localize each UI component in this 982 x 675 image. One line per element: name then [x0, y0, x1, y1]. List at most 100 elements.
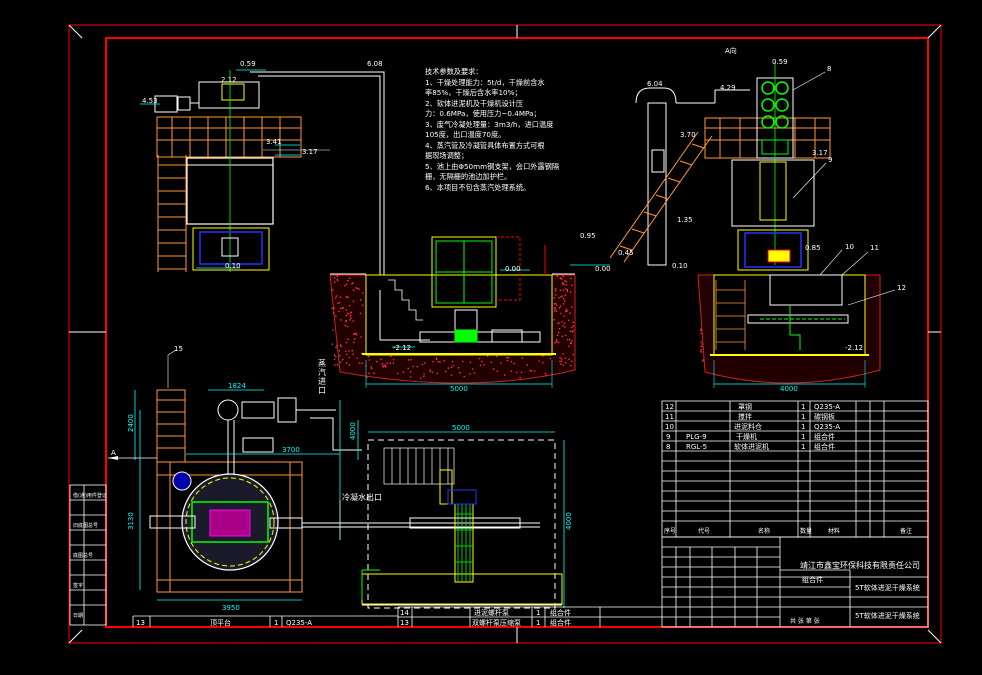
pit-speckle: [557, 341, 560, 344]
pit-speckle: [409, 376, 412, 378]
pit-speckle: [700, 329, 702, 332]
pit-speckle: [558, 297, 560, 299]
pit-speckle: [506, 356, 508, 359]
pit-speckle: [564, 326, 566, 328]
steam-inlet-char: 进: [318, 377, 326, 386]
bom-h-no: 序号: [664, 527, 676, 535]
pit-speckle: [570, 277, 572, 280]
pit-plan: [339, 420, 565, 609]
pit-speckle: [451, 360, 454, 363]
pit-speckle: [562, 303, 565, 305]
bom-bottom-name-3: 双螺杆泵压缩泵: [472, 618, 521, 627]
pit-speckle: [368, 372, 370, 375]
pit-speckle: [450, 374, 453, 376]
pit-speckle: [350, 311, 353, 314]
pit-speckle: [432, 360, 434, 363]
pit-speckle: [348, 304, 351, 307]
project-name: 5T软体进泥干燥系统: [855, 583, 920, 592]
elev-left-2: 4.53: [142, 97, 158, 105]
pit-speckle: [423, 362, 426, 364]
pit-speckle: [561, 335, 564, 338]
pit-speckle: [572, 321, 574, 324]
pit-speckle: [565, 280, 568, 283]
elev-right-12: -2.12: [845, 344, 863, 352]
elev-right-5: 3.17: [812, 149, 828, 157]
pit-speckle: [340, 345, 342, 348]
pit-speckle: [335, 315, 337, 317]
pit-speckle: [560, 360, 563, 362]
pit-speckle: [338, 349, 341, 352]
scale-row: 共 张 第 张: [790, 617, 820, 625]
bom-name-12: 罩钢: [738, 402, 752, 411]
pit-speckle: [570, 360, 573, 363]
bom-name-10: 进泥料仓: [734, 422, 762, 431]
pit-speckle: [500, 362, 502, 364]
pit-speckle: [565, 308, 568, 311]
pit-speckle: [353, 341, 355, 344]
bom-no-11: 11: [665, 413, 674, 421]
bom-no-9: 9: [666, 433, 670, 441]
view-label-a: A向: [725, 46, 737, 55]
pit-speckle: [565, 362, 567, 364]
pit-speckle: [555, 340, 558, 343]
bom-mat-10: Q235-A: [814, 423, 840, 431]
callout-8: 8: [827, 65, 831, 73]
elev-right-3: 6.04: [647, 80, 663, 88]
pit-speckle: [570, 342, 572, 345]
pit-speckle: [554, 308, 556, 311]
pit-speckle: [510, 370, 512, 373]
pit-speckle: [370, 366, 373, 368]
pit-speckle: [560, 312, 562, 315]
pit-speckle: [331, 307, 334, 310]
notes-line-2: 率85%，干燥后含水率10%；: [425, 88, 522, 97]
notes-line-7: 4、蒸汽管及冷凝管具体布置方式可根: [425, 140, 545, 150]
corner-markers: [68, 24, 942, 644]
pit-speckle: [559, 360, 561, 363]
middle-section: [250, 71, 880, 388]
notes-line-10: 栅，无隔栅的池边加护栏。: [425, 172, 512, 181]
pit-speckle: [700, 341, 702, 343]
pit-speckle: [545, 374, 547, 377]
pit-speckle: [332, 289, 334, 291]
pit-speckle: [348, 356, 351, 359]
pit-speckle: [386, 362, 388, 365]
technical-notes: 技术参数及要求： 1、干燥处理能力：5t/d，干燥前含水 率85%，干燥后含水率…: [425, 67, 595, 193]
bom-h-qty: 数量: [800, 527, 812, 535]
notes-line-9: 5、池上由Φ50mm钢支架，会口外露钢隔: [425, 161, 560, 171]
pit-speckle: [407, 367, 410, 370]
elev-mid-3: -2.12: [393, 344, 411, 352]
pit-speckle: [700, 345, 702, 347]
pit-speckle: [345, 319, 347, 322]
elev-right-10: 0.10: [672, 262, 688, 270]
pit-speckle: [558, 327, 561, 330]
bom-mat-12: Q235-A: [814, 403, 840, 411]
pit-speckle: [566, 338, 569, 341]
pit-speckle: [521, 357, 524, 359]
pit-speckle: [447, 367, 450, 369]
callout-12: 12: [897, 284, 906, 292]
bom-name-9: 干燥机: [736, 432, 757, 441]
pit-speckle: [559, 356, 561, 359]
bom-h-remark: 备注: [900, 527, 912, 535]
pit-speckle: [336, 344, 338, 347]
pit-speckle: [445, 370, 447, 373]
pit-speckle: [344, 324, 347, 327]
pit-speckle: [347, 279, 349, 282]
bom-bottom-qty-3: 1: [536, 619, 540, 627]
dim-plan-left: 3700: [282, 446, 300, 454]
pit-speckle: [333, 307, 335, 309]
pit-speckle: [416, 365, 419, 368]
pit-speckle: [335, 356, 337, 358]
pit-speckle: [348, 350, 351, 352]
pit-speckle: [392, 362, 395, 365]
pit-speckle: [336, 363, 339, 366]
pit-speckle: [700, 348, 703, 351]
pit-speckle: [549, 357, 552, 360]
pit-speckle: [452, 364, 455, 367]
pit-speckle: [541, 361, 544, 364]
pit-speckle: [339, 344, 342, 346]
pit-speckle: [337, 302, 339, 305]
pit-speckle: [566, 289, 568, 291]
pit-speckle: [390, 355, 392, 358]
